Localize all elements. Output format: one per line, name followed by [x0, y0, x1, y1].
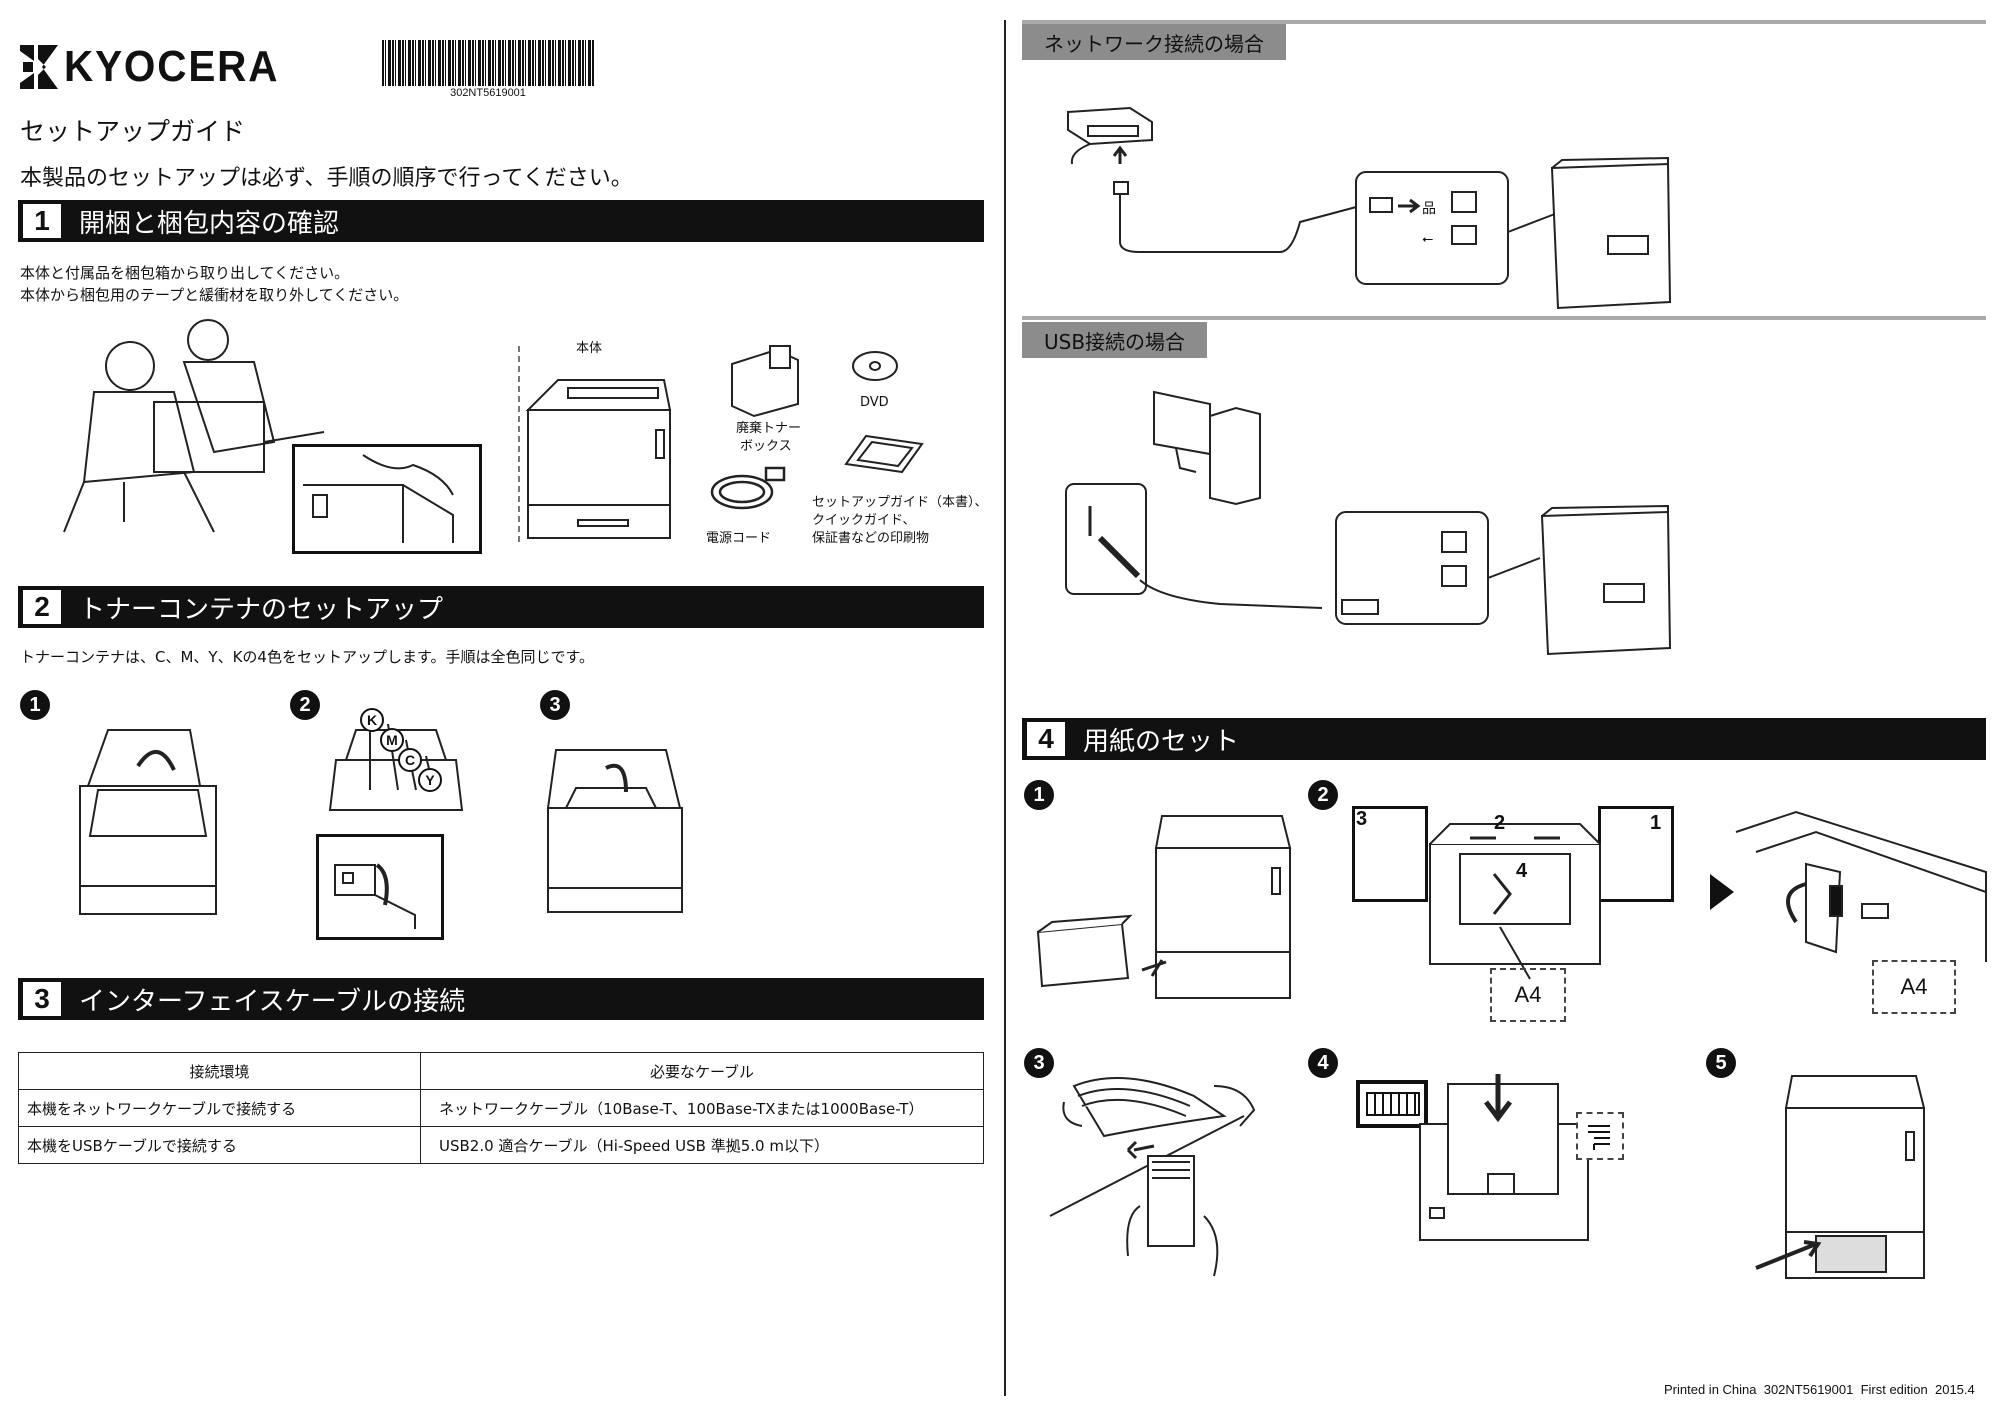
section-2-number: 2: [23, 590, 61, 624]
items-divider: [518, 346, 520, 542]
toner-step-1: 1: [20, 690, 50, 720]
printed-materials-label-3: 保証書などの印刷物: [812, 531, 930, 546]
lan-port-icon: 品: [1422, 201, 1436, 217]
section-1-title: 開梱と梱包内容の確認: [79, 208, 340, 239]
paper-step-2: 2: [1308, 780, 1338, 810]
toner-step-3-drawing: [546, 749, 683, 913]
section-4-title: 用紙のセット: [1083, 726, 1240, 757]
section-3-number: 3: [23, 982, 61, 1016]
dvd-icon: [852, 351, 898, 381]
cassette-size-dial-drawing: [1735, 810, 1987, 962]
paper-step-3-drawing: [1049, 1077, 1256, 1277]
printer-icon: [525, 379, 672, 539]
cable-table-header-env: 接続環境: [18, 1052, 421, 1090]
toner-color-k: K: [360, 708, 384, 732]
printed-materials-icon: [844, 434, 924, 474]
network-diagram: [1067, 106, 1672, 310]
next-arrow-icon: [1710, 874, 1734, 910]
barcode-number: 302NT5619001: [450, 87, 526, 99]
paper-step-1: 1: [1024, 780, 1054, 810]
paper-step-4-drawing: [1419, 1074, 1589, 1241]
toner-lever-drawing: [334, 863, 416, 929]
paper-step-5-drawing: [1755, 1075, 1926, 1279]
section-1-text-2: 本体から梱包用のテープと緩衝材を取り外してください。: [20, 286, 409, 304]
section-1-text-1: 本体と付属品を梱包箱から取り出してください。: [20, 264, 350, 282]
paper-size-box-2: A4: [1872, 960, 1956, 1014]
cable-table: 接続環境 必要なケーブル 本機をネットワークケーブルで接続する ネットワークケー…: [18, 1052, 984, 1164]
cable-table-header-row: 接続環境 必要なケーブル: [18, 1052, 984, 1090]
section-3-header: 3 インターフェイスケーブルの接続: [18, 978, 984, 1020]
paper-step-3: 3: [1024, 1048, 1054, 1078]
guide-detail-right: [1598, 806, 1674, 902]
dvd-label: DVD: [860, 395, 889, 410]
section-1-number: 1: [23, 204, 61, 238]
printed-materials-label-1: セットアップガイド（本書）、: [812, 495, 988, 510]
paper-step-1-drawing: [1036, 815, 1292, 999]
paper-orientation-icon: [1366, 1092, 1420, 1116]
usb-tab: USB接続の場合: [1022, 322, 1208, 358]
cable-table-header-cable: 必要なケーブル: [420, 1052, 984, 1090]
usb-rule: [1022, 316, 1986, 320]
waste-toner-label-1: 廃棄トナー: [736, 421, 802, 436]
toner-color-m: M: [380, 728, 404, 752]
guide-number-3: 3: [1356, 808, 1368, 830]
paper-limit-detail-box: [1576, 1112, 1624, 1160]
intro-text: 本製品のセットアップは必ず、手順の順序で行ってください。: [20, 166, 633, 191]
paper-cassette-drawing: [1429, 823, 1601, 965]
section-3-title: インターフェイスケーブルの接続: [79, 986, 466, 1017]
kyocera-mark-icon: [20, 45, 58, 89]
guide-number-2: 2: [1494, 812, 1506, 834]
column-divider: [1004, 20, 1006, 1396]
unpacking-illustration: [63, 319, 325, 533]
brand-name: KYOCERA: [64, 42, 280, 91]
usb-port-icon: ⭠: [1422, 231, 1434, 247]
paper-limit-icon: [1588, 1125, 1610, 1150]
unpacking-detail-box: [292, 444, 482, 554]
table-row: 本機をネットワークケーブルで接続する ネットワークケーブル（10Base-T、1…: [18, 1089, 984, 1127]
power-cord-icon: [710, 466, 786, 510]
section-1-header: 1 開梱と梱包内容の確認: [18, 200, 984, 242]
network-rule: [1022, 20, 1986, 24]
guide-number-4: 4: [1516, 860, 1528, 882]
barcode: 302NT5619001: [382, 40, 594, 99]
main-unit-label: 本体: [576, 341, 603, 356]
section-2-header: 2 トナーコンテナのセットアップ: [18, 586, 984, 628]
paper-step-5: 5: [1706, 1048, 1736, 1078]
toner-step-3: 3: [540, 690, 570, 720]
kyocera-logo: KYOCERA: [20, 42, 298, 92]
paper-step-4: 4: [1308, 1048, 1338, 1078]
toner-step-2-drawing: [328, 723, 464, 811]
cable-table-cell: 本機をUSBケーブルで接続する: [18, 1126, 421, 1164]
cable-table-cell: USB2.0 適合ケーブル（Hi-Speed USB 準拠5.0 m以下）: [420, 1126, 984, 1164]
guide-number-1: 1: [1650, 812, 1662, 834]
section-2-text: トナーコンテナは、C、M、Y、Kの4色をセットアップします。手順は全色同じです。: [20, 648, 594, 666]
section-4-header: 4 用紙のセット: [1022, 718, 1986, 760]
unpacking-detail-drawing: [303, 454, 454, 543]
usb-diagram: [1065, 390, 1672, 656]
network-tab: ネットワーク接続の場合: [1022, 24, 1286, 60]
table-row: 本機をUSBケーブルで接続する USB2.0 適合ケーブル（Hi-Speed U…: [18, 1126, 984, 1164]
toner-step-1-drawing: [79, 729, 217, 915]
power-cord-label: 電源コード: [706, 531, 772, 546]
toner-step-2-detail-box: [316, 834, 444, 940]
waste-toner-label-2: ボックス: [740, 439, 792, 454]
barcode-bars: [382, 40, 594, 86]
toner-step-2: 2: [290, 690, 320, 720]
toner-color-c: C: [398, 748, 422, 772]
section-2-title: トナーコンテナのセットアップ: [79, 594, 444, 625]
cable-table-cell: 本機をネットワークケーブルで接続する: [18, 1089, 421, 1127]
toner-color-y: Y: [418, 768, 442, 792]
paper-orientation-label-box: [1356, 1080, 1428, 1128]
doc-title: セットアップガイド: [20, 117, 246, 146]
cable-table-cell: ネットワークケーブル（10Base-T、100Base-TXまたは1000Bas…: [420, 1089, 984, 1127]
paper-size-box-1: A4: [1490, 968, 1566, 1022]
printed-materials-label-2: クイックガイド、: [812, 513, 916, 528]
guide-detail-left: [1352, 806, 1428, 902]
waste-toner-box-icon: [731, 345, 799, 418]
section-4-number: 4: [1027, 722, 1065, 756]
print-info: Printed in China 302NT5619001 First edit…: [1664, 1382, 1975, 1397]
